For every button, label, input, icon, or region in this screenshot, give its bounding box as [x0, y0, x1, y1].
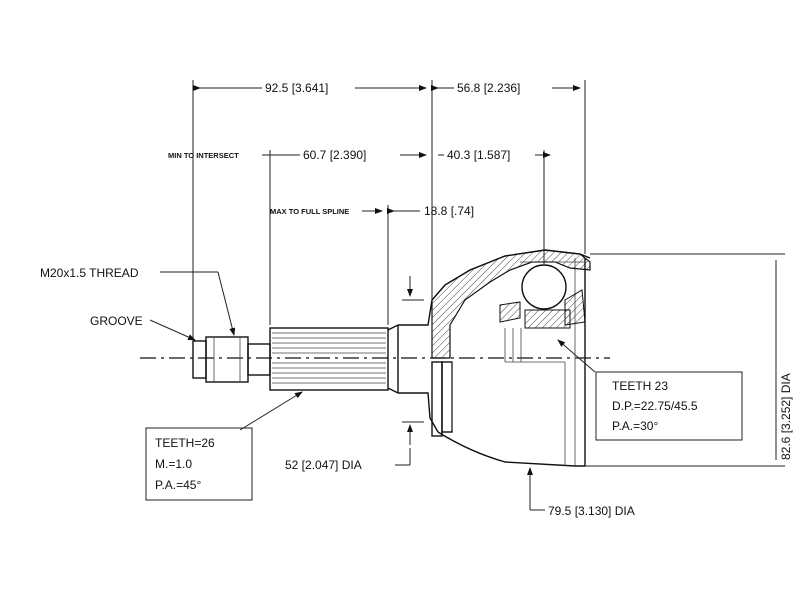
dim-body-dia: 79.5 [3.130] DIA — [548, 504, 635, 518]
dim-height-dia: 82.6 [3.252] DIA — [779, 373, 793, 460]
spline-teeth-count: TEETH=26 — [155, 436, 215, 450]
dim-neck-dia: 52 [2.047] DIA — [285, 458, 362, 472]
dimension-lines — [149, 80, 785, 511]
thread-label: M20x1.5 THREAD — [40, 266, 139, 280]
dim-full-spline-label: MAX TO FULL SPLINE — [270, 207, 349, 216]
outer-housing — [431, 258, 586, 467]
inner-diametral-pitch: D.P.=22.75/45.5 — [612, 399, 698, 413]
dim-min-intersect-label: MIN TO INTERSECT — [168, 151, 239, 160]
spline-module: M.=1.0 — [155, 457, 192, 471]
inner-teeth-count: TEETH 23 — [612, 379, 668, 393]
spline-section — [269, 324, 399, 394]
thread-end — [192, 336, 271, 383]
hatched-section — [431, 249, 591, 359]
groove-label: GROOVE — [90, 314, 143, 328]
dim-overall-left: 92.5 [3.641] — [265, 81, 328, 95]
inner-teeth-box: TEETH 23 D.P.=22.75/45.5 P.A.=30° — [595, 371, 743, 441]
inner-pressure-angle: P.A.=30° — [612, 419, 658, 433]
dim-overall-right: 56.8 [2.236] — [457, 81, 520, 95]
dim-full-spline-value: 18.8 [.74] — [424, 204, 474, 218]
ball-and-race — [504, 261, 585, 363]
dim-right-inner: 40.3 [1.587] — [447, 148, 510, 162]
spline-teeth-box: TEETH=26 M.=1.0 P.A.=45° — [145, 427, 253, 501]
spline-pressure-angle: P.A.=45° — [155, 478, 201, 492]
dim-min-intersect-value: 60.7 [2.390] — [303, 148, 366, 162]
